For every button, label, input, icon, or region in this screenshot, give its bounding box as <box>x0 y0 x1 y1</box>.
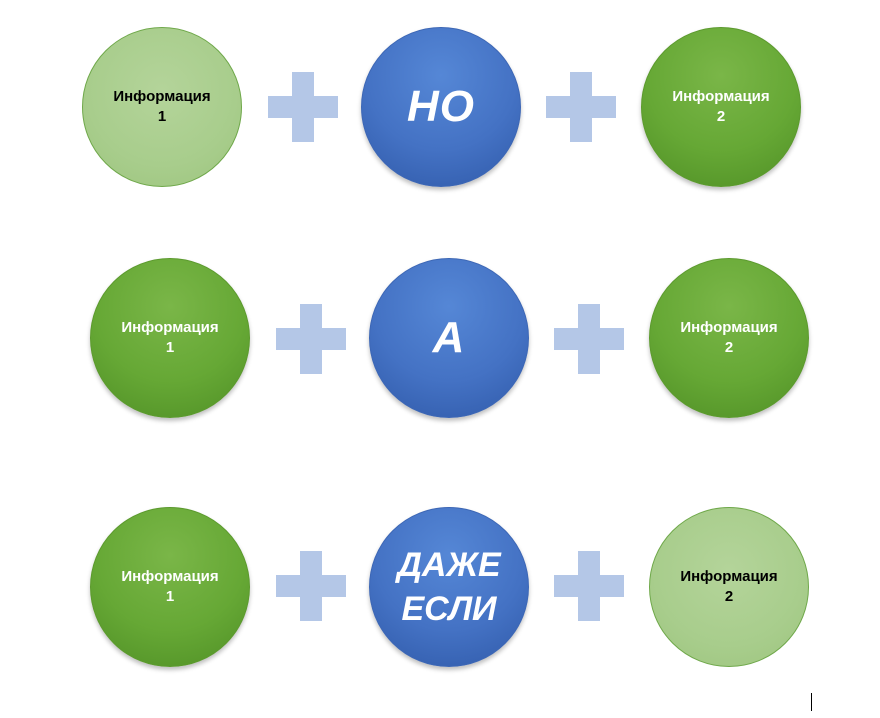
diagram-row-3: Информация 1 ДАЖЕ ЕСЛИ Информация 2 <box>0 503 880 673</box>
info-circle-right: Информация 2 <box>641 27 801 187</box>
plus-icon <box>554 551 624 621</box>
conjunction-label: НО <box>407 82 475 131</box>
info-number: 1 <box>165 339 175 356</box>
info-circle-left: Информация 1 <box>82 27 242 187</box>
plus-icon <box>276 551 346 621</box>
info-circle-right: Информация 2 <box>649 507 809 667</box>
info-label: Информация <box>680 568 778 585</box>
info-circle-left: Информация 1 <box>90 258 250 418</box>
info-label: Информация <box>113 88 211 105</box>
conjunction-circle: ДАЖЕ ЕСЛИ <box>369 507 529 667</box>
info-label: Информация <box>121 568 219 585</box>
info-circle-left: Информация 1 <box>90 507 250 667</box>
conjunction-circle: НО <box>361 27 521 187</box>
info-circle-right: Информация 2 <box>649 258 809 418</box>
plus-icon <box>268 72 338 142</box>
conjunction-label: А <box>432 313 466 362</box>
info-number: 2 <box>724 588 734 605</box>
info-number: 1 <box>165 588 175 605</box>
info-label: Информация <box>672 88 770 105</box>
conjunction-label-line1: ДАЖЕ <box>397 546 501 584</box>
diagram-row-1: Информация 1 НО Информация 2 <box>0 22 880 192</box>
conjunction-circle: А <box>369 258 529 418</box>
plus-icon <box>546 72 616 142</box>
plus-icon <box>554 304 624 374</box>
diagram-row-2: Информация 1 А Информация 2 <box>0 254 880 424</box>
info-label: Информация <box>121 319 219 336</box>
info-number: 2 <box>716 108 726 125</box>
info-label: Информация <box>680 319 778 336</box>
info-number: 2 <box>724 339 734 356</box>
conjunction-label-line2: ЕСЛИ <box>401 590 497 628</box>
info-number: 1 <box>157 108 167 125</box>
text-cursor <box>811 693 812 711</box>
plus-icon <box>276 304 346 374</box>
